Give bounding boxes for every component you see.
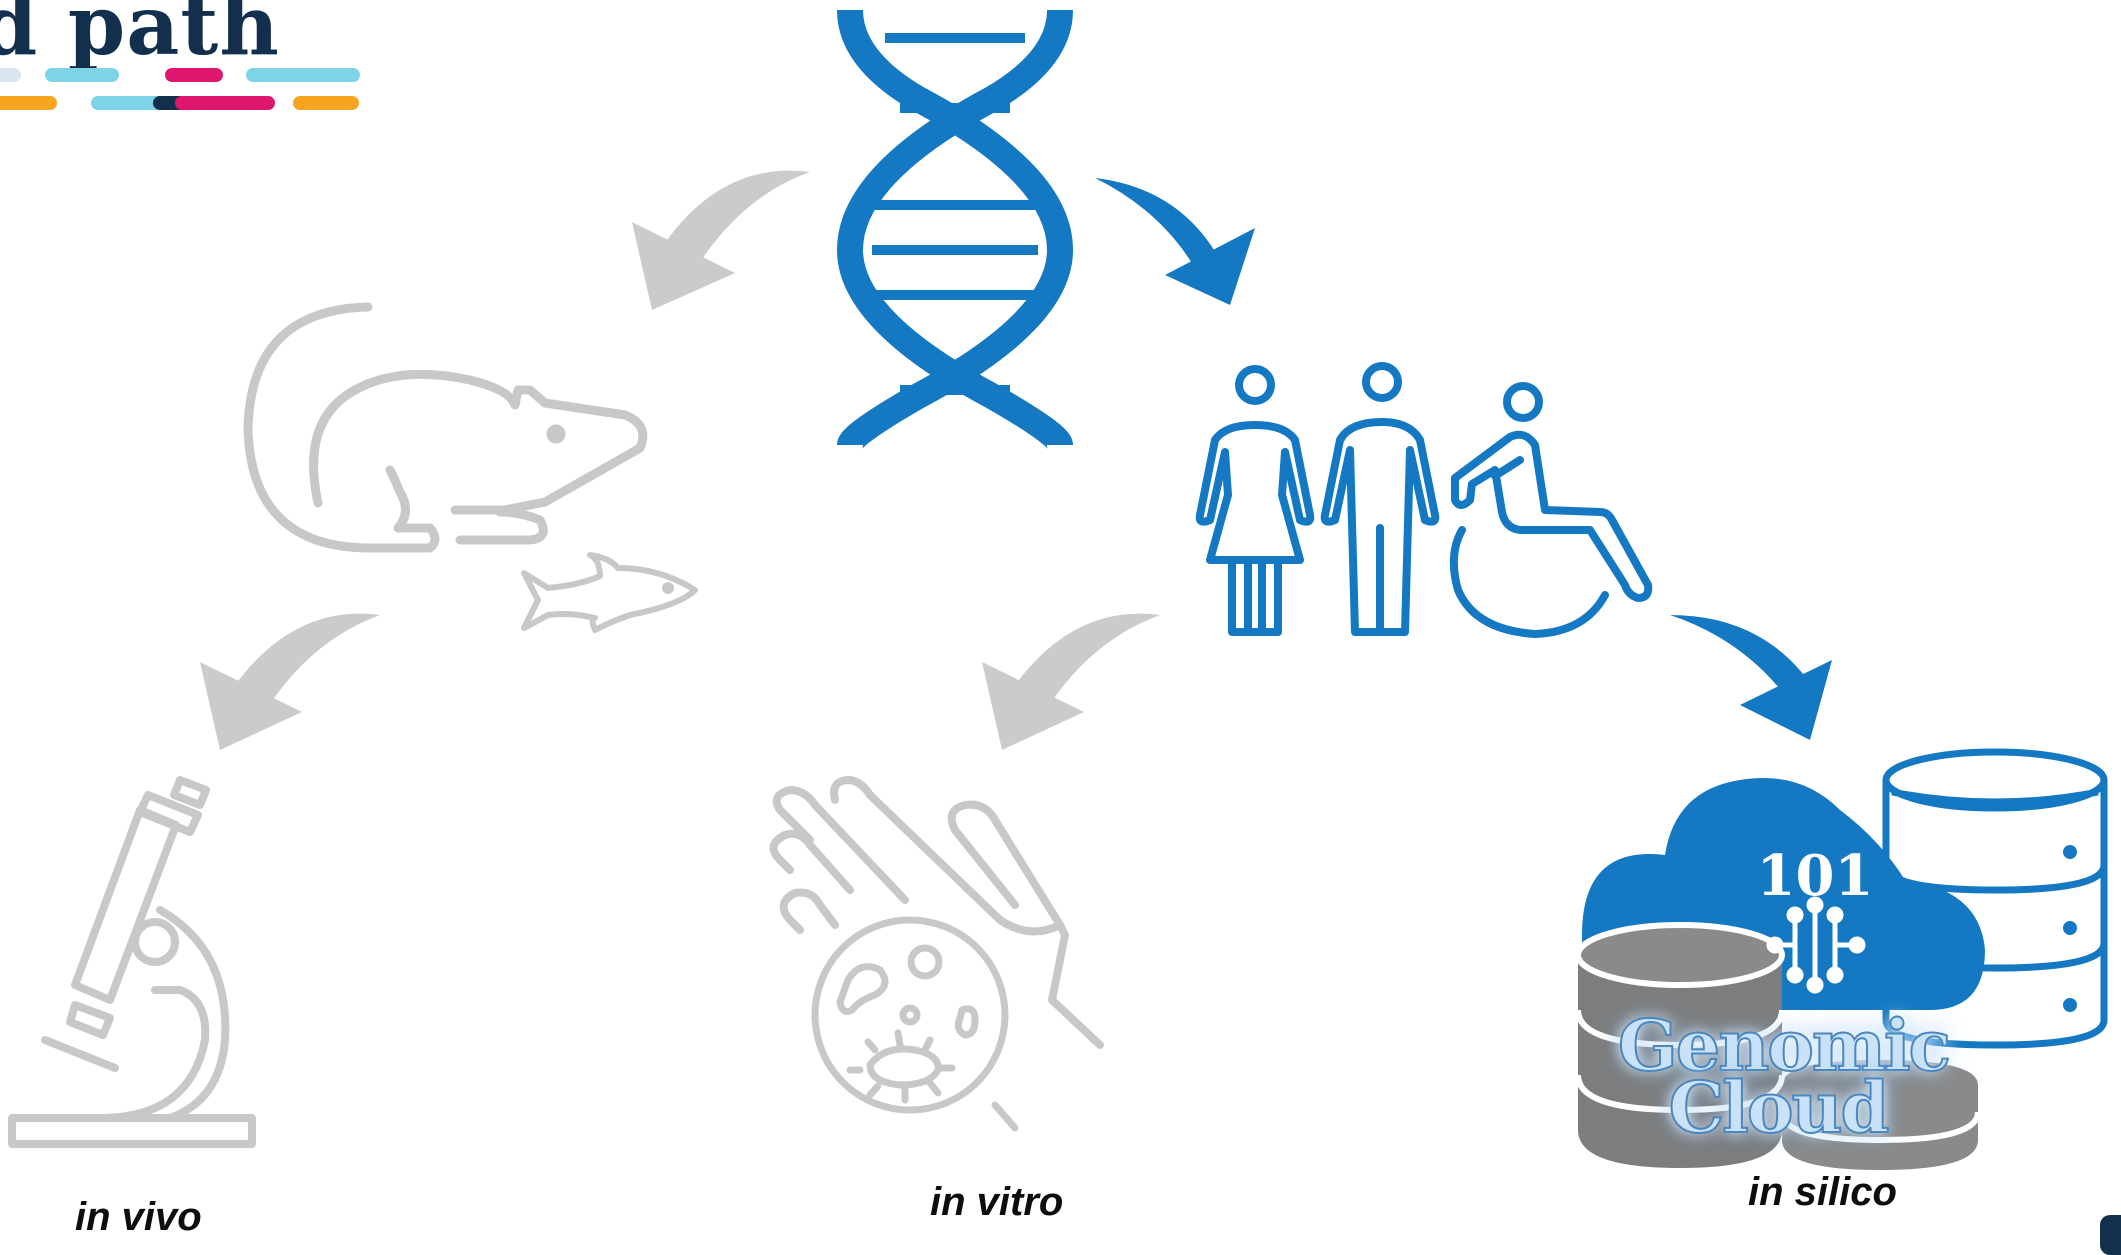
genomic-cloud-label: Genomic Cloud (1617, 1004, 1952, 1149)
woman-icon (1195, 365, 1315, 636)
cloud-label-line1: Genomic (1617, 1004, 1952, 1087)
man-icon (1320, 362, 1440, 636)
circuit-icon (1766, 896, 1866, 994)
arrow-rat-to-microscope (200, 613, 380, 750)
petri-dish-icon (811, 916, 1019, 1132)
corner-badge (2100, 1215, 2121, 1255)
microscope-icon (8, 776, 256, 1148)
arrow-patients-to-vitro (982, 613, 1160, 750)
page-title: d path (0, 0, 280, 74)
caption-in-vitro: in vitro (930, 1180, 1064, 1224)
caption-in-silico: in silico (1748, 1170, 1897, 1214)
arrow-patients-to-cloud (1670, 615, 1832, 740)
hand-icon (769, 776, 1104, 1049)
dna-icon (836, 9, 1074, 451)
cloud-label-line2: Cloud (1668, 1066, 1891, 1149)
decorative-dashes (0, 68, 360, 110)
arrow-dna-to-rat (632, 170, 810, 310)
database-icon-grey (1575, 922, 1981, 1170)
arrow-dna-to-patients (1095, 178, 1255, 305)
rat-icon (243, 302, 648, 553)
caption-in-vivo: in vivo (75, 1195, 202, 1239)
fish-icon (521, 552, 698, 633)
wheelchair-icon (1449, 382, 1653, 638)
